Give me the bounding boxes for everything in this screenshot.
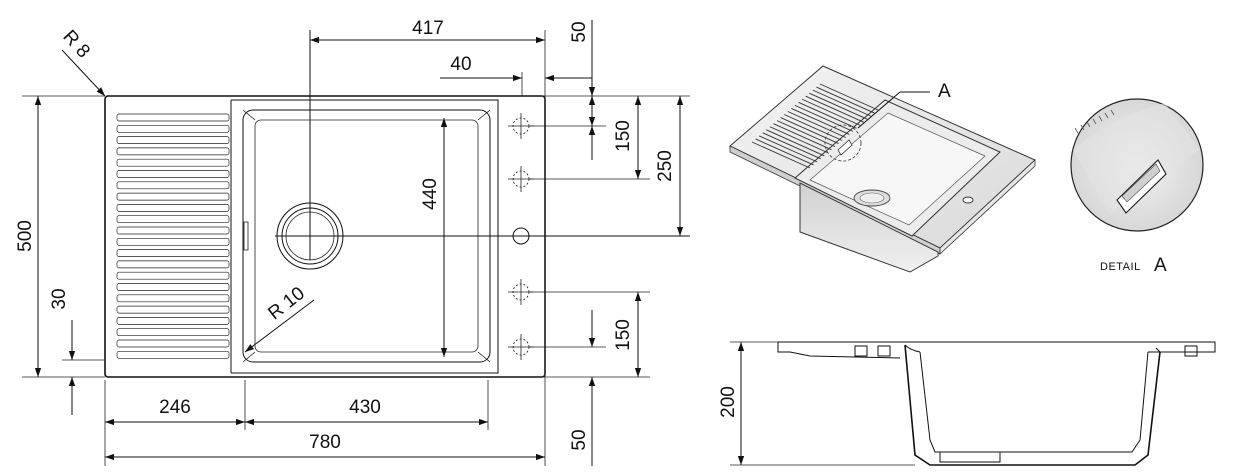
drainer-rib [116, 271, 230, 280]
detail-a-ribs [1074, 109, 1115, 134]
dim-radius-8: R 8 [58, 26, 93, 62]
faucet-holes [508, 113, 534, 360]
iso-rib [755, 138, 814, 166]
drainer-rib [116, 204, 230, 212]
drainer-rib [116, 283, 230, 291]
iso-rib [798, 101, 857, 129]
drainer-rib [116, 305, 230, 314]
iso-rib [766, 129, 825, 157]
section-bowl [904, 344, 1161, 466]
isometric-view: A [729, 65, 1036, 273]
dim-total-780: 780 [309, 432, 341, 453]
dim-total-500: 500 [15, 220, 36, 252]
dim-offset-30: 30 [49, 288, 70, 309]
iso-rib [784, 114, 843, 141]
detail-rib [1110, 109, 1115, 116]
iso-rib [791, 108, 850, 135]
iso-rib [780, 117, 839, 144]
drainer-rib [116, 215, 230, 224]
iso-rib [809, 92, 868, 120]
iso-rib [758, 135, 818, 163]
dim-height-150-bottom: 150 [613, 319, 634, 351]
detail-rib [1104, 112, 1109, 119]
drainer-rib [116, 181, 230, 190]
dim-gap-40: 40 [450, 54, 471, 75]
section-deck [778, 341, 1216, 353]
drainer-rib [116, 192, 230, 201]
dim-radius-10: R 10 [264, 283, 309, 324]
section-drain [939, 451, 1001, 463]
detail-rib [1092, 118, 1097, 125]
iso-bowl-body [799, 182, 939, 273]
drainer-rib [116, 294, 230, 303]
iso-rib [819, 83, 879, 111]
detail-a: DETAIL A [1070, 98, 1204, 276]
detail-callout-label: A [938, 81, 951, 102]
iso-rib [794, 104, 854, 132]
plan-view: 417 40 50 R 8 150 250 440 500 30 R 10 15… [15, 18, 690, 466]
detail-caption-letter: A [1154, 255, 1167, 276]
drainer-rib [116, 350, 230, 359]
dim-bowl-430: 430 [349, 397, 381, 418]
dim-drainer-246: 246 [159, 397, 191, 418]
drainer-rib [116, 249, 230, 257]
iso-rib [787, 111, 846, 138]
drainer-rib [116, 124, 230, 133]
dim-height-150-top: 150 [613, 120, 634, 152]
detail-rib [1080, 124, 1085, 131]
drainer-rib [116, 136, 230, 144]
iso-rib [816, 86, 875, 114]
iso-rib [805, 95, 864, 123]
dim-top-50: 50 [569, 21, 590, 42]
iso-rib [773, 123, 832, 151]
drainer-rib [116, 317, 230, 325]
detail-caption-word: DETAIL [1100, 261, 1141, 273]
drainer-rib [116, 113, 230, 122]
iso-rib [812, 89, 872, 117]
iso-rib [751, 141, 811, 169]
dim-width-417: 417 [412, 18, 444, 39]
dim-bottom-50: 50 [569, 429, 590, 450]
iso-drainer-ribs [751, 83, 879, 169]
detail-rib [1098, 115, 1103, 122]
iso-rib [801, 98, 861, 126]
drainer-rib [116, 328, 230, 337]
drainer-ribs [116, 113, 230, 359]
iso-rib [769, 126, 829, 154]
drainer-rib [116, 226, 230, 235]
iso-tap-hole [962, 196, 974, 204]
section-view: 200 [718, 341, 1216, 466]
drainer-rib [116, 147, 230, 156]
dim-height-250: 250 [655, 150, 676, 182]
overflow-slot [243, 221, 249, 251]
detail-rib [1074, 127, 1079, 134]
drainer-rib [116, 237, 230, 246]
dim-height-440: 440 [420, 178, 441, 210]
dim-depth-200: 200 [718, 386, 739, 418]
detail-a-marker [824, 124, 862, 162]
iso-rib [762, 132, 821, 160]
drainer-rib [116, 158, 230, 167]
drainer-rib [116, 170, 230, 178]
drainer-rib [116, 339, 230, 348]
detail-rib [1086, 121, 1091, 128]
drainer-rib [116, 260, 230, 269]
